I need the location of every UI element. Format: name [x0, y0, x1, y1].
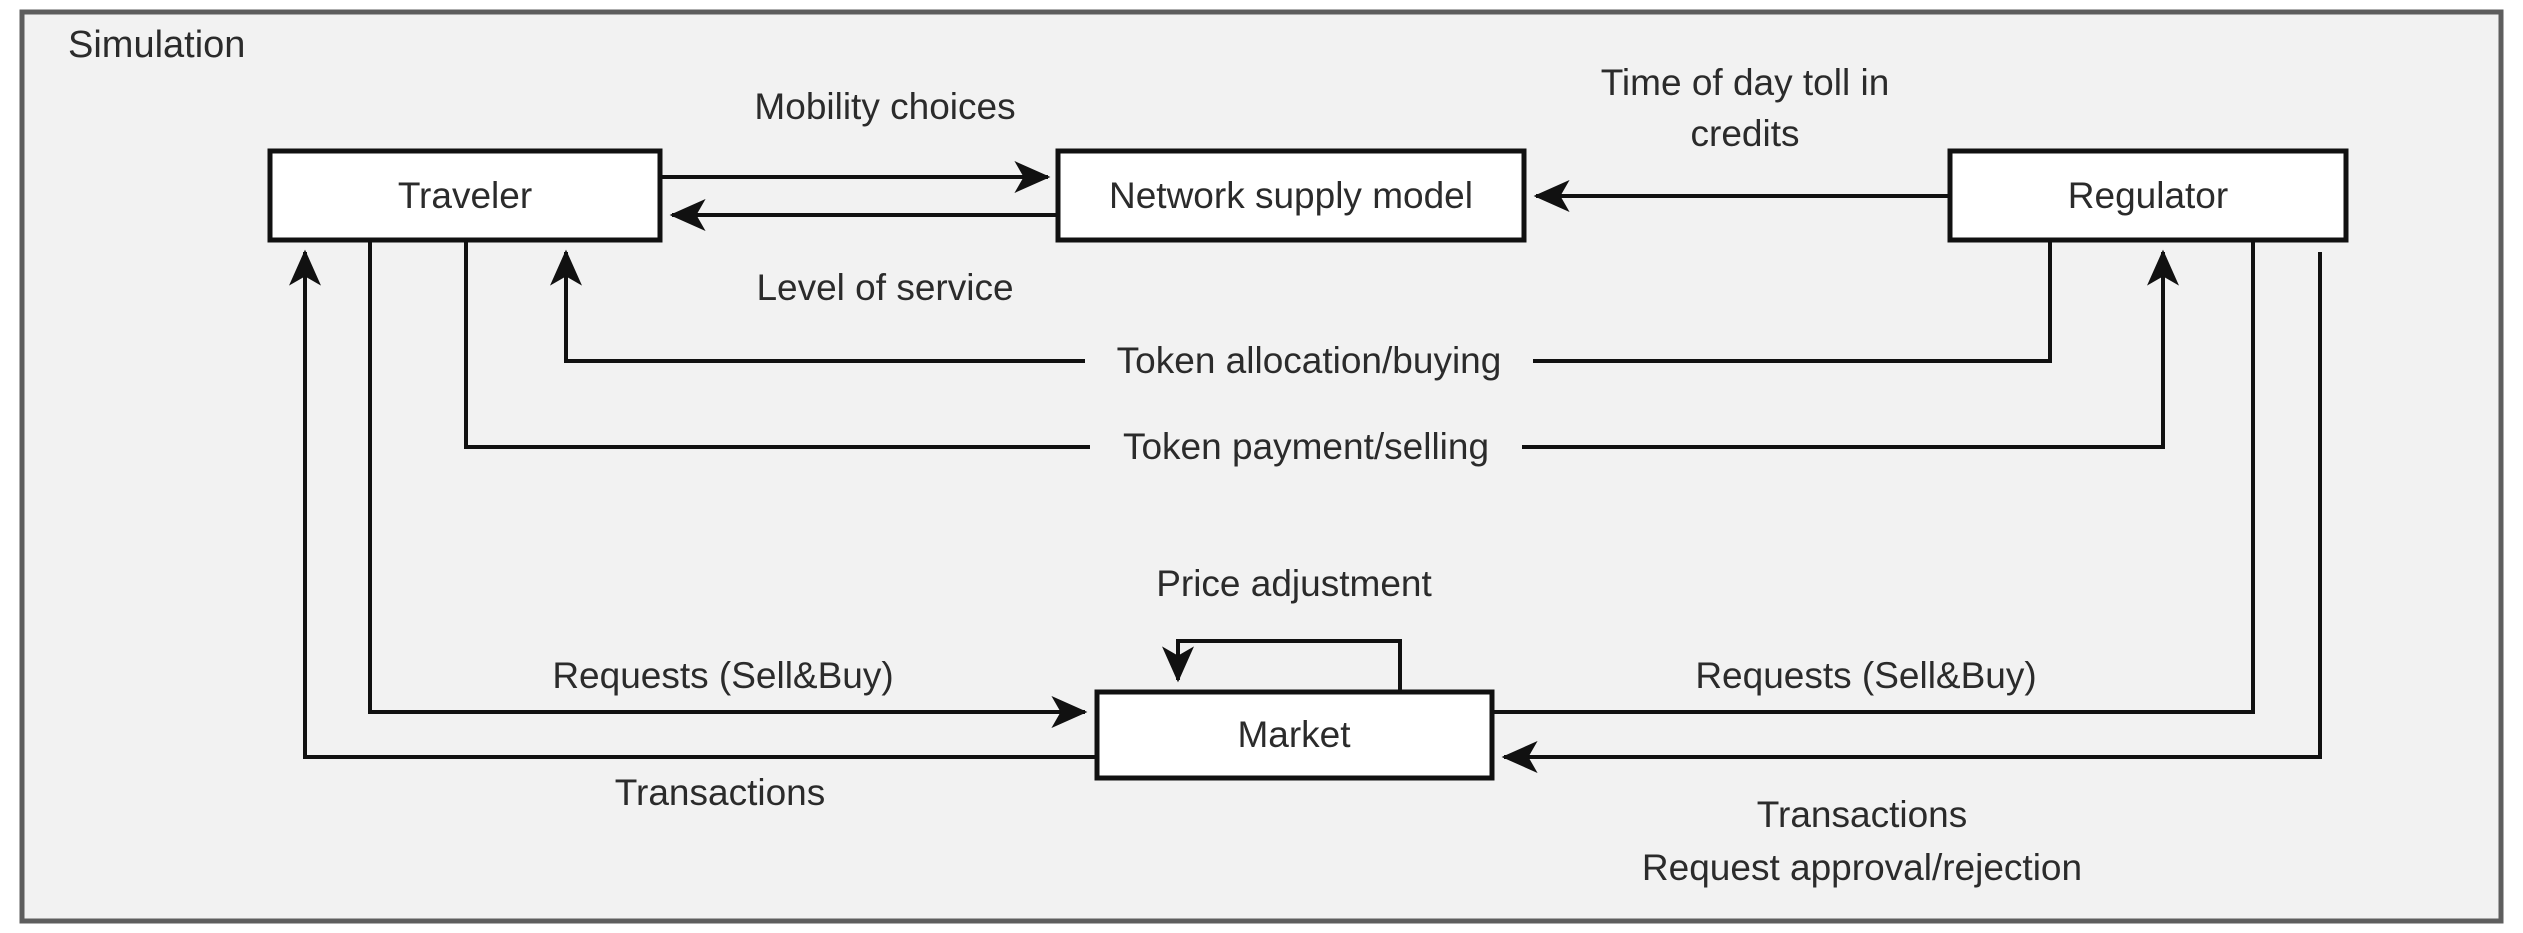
- edge-label-level-of-service: Level of service: [756, 267, 1013, 308]
- node-network-supply-model-label: Network supply model: [1109, 175, 1473, 216]
- node-regulator[interactable]: [1947, 148, 2349, 243]
- edge-transactions-request-approval-right: [1501, 252, 2322, 773]
- edge-label-transactions-left: Transactions: [615, 772, 825, 813]
- edge-label-time-of-day-toll-line2: credits: [1691, 113, 1800, 154]
- edge-label-price-adjustment: Price adjustment: [1156, 563, 1432, 604]
- edge-label-time-of-day-toll-line1: Time of day toll in: [1601, 62, 1890, 103]
- frame-title: Simulation: [68, 24, 245, 66]
- edge-requests-sell-buy-right: [1492, 240, 2255, 714]
- edge-transactions-left: [289, 249, 1097, 759]
- node-regulator-label: Regulator: [2068, 175, 2228, 216]
- edge-label-mobility-choices: Mobility choices: [754, 86, 1015, 127]
- edge-label-requests-sell-buy-right: Requests (Sell&Buy): [1695, 655, 2036, 696]
- edge-label-token-allocation-buying: Token allocation/buying: [1117, 340, 1502, 381]
- edge-label-token-payment-selling: Token payment/selling: [1123, 426, 1489, 467]
- edge-label-transactions-right: Transactions: [1757, 794, 1967, 835]
- edge-label-requests-sell-buy-left: Requests (Sell&Buy): [552, 655, 893, 696]
- node-market-label: Market: [1237, 714, 1351, 755]
- edge-price-adjustment: [1162, 639, 1402, 692]
- node-traveler-label: Traveler: [398, 175, 532, 216]
- edge-label-request-approval-rejection: Request approval/rejection: [1642, 847, 2082, 888]
- node-market[interactable]: [1094, 689, 1495, 781]
- node-traveler[interactable]: [267, 148, 663, 243]
- label-mask-token-allocation: [1085, 338, 1533, 384]
- edge-requests-sell-buy-left: [368, 240, 1088, 728]
- label-mask-token-payment: [1090, 424, 1522, 470]
- node-network-supply-model[interactable]: [1055, 148, 1527, 243]
